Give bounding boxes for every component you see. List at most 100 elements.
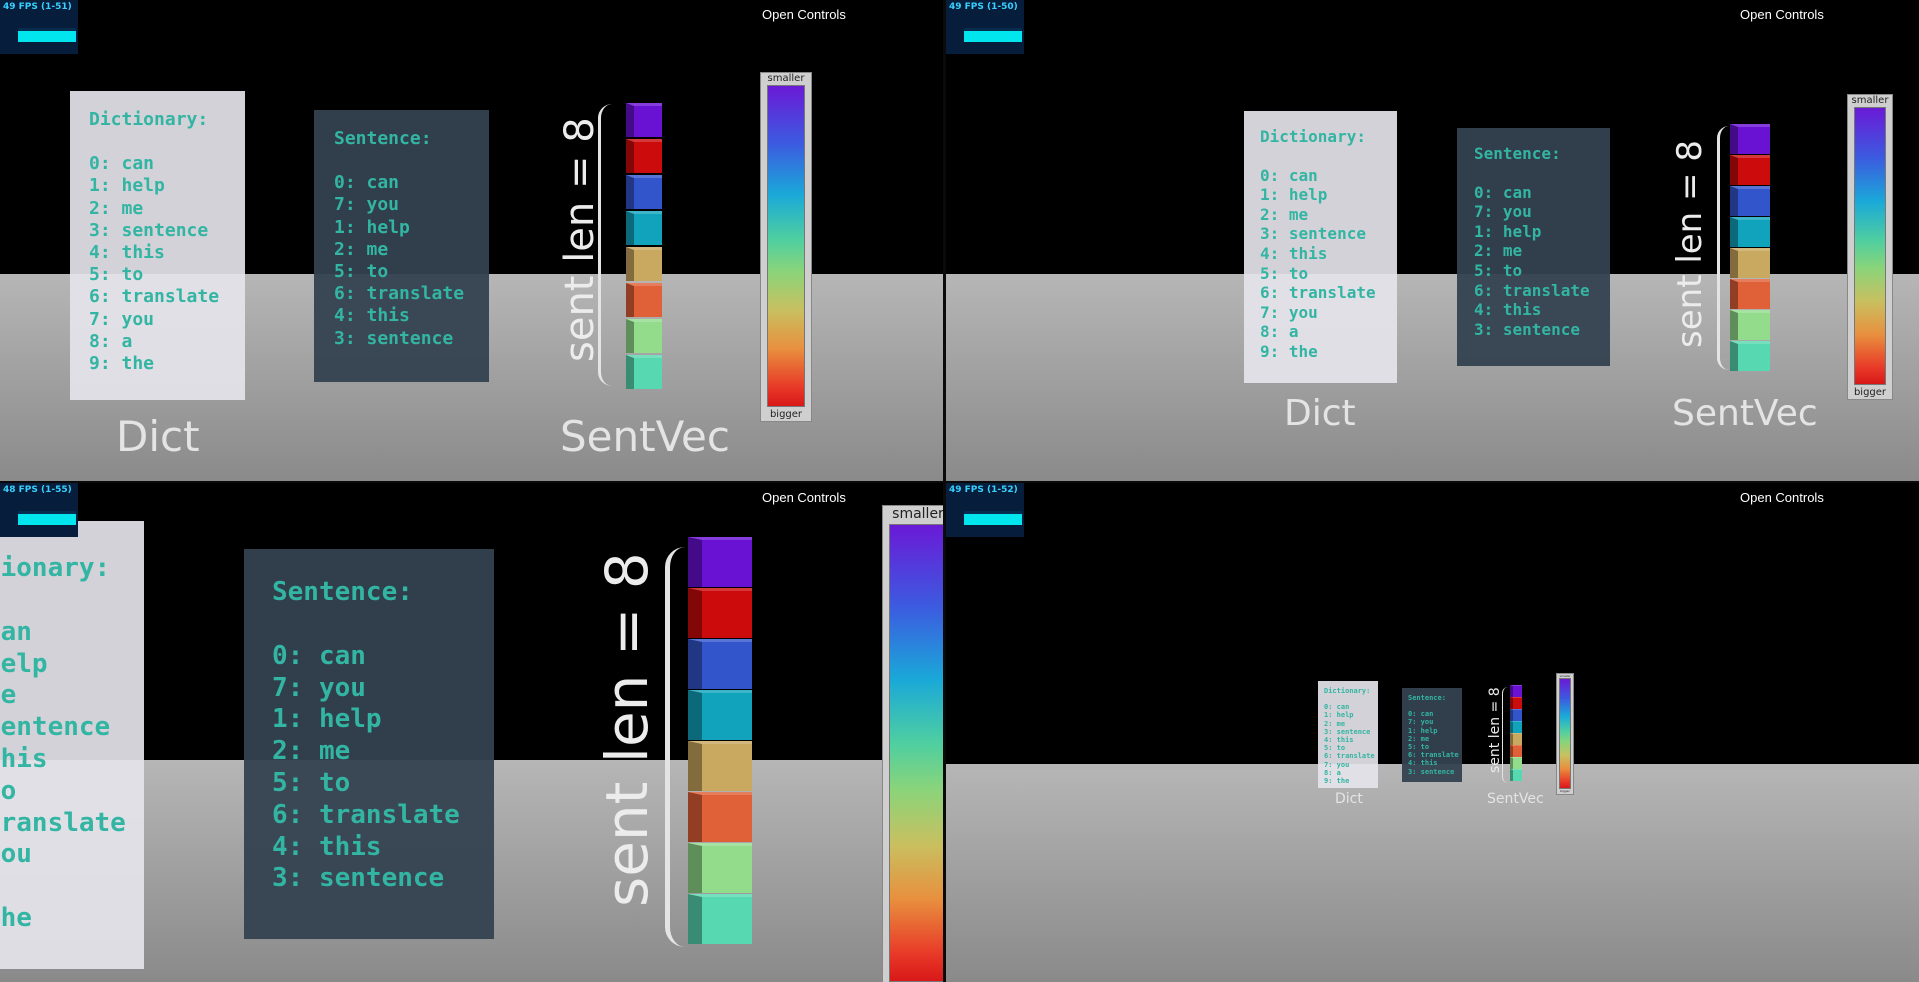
legend-smaller-label: smaller <box>767 73 805 84</box>
dictionary-entry: 4: this <box>89 242 165 264</box>
dictionary-entry: 2: me <box>0 680 17 711</box>
sentence-entry: 0: can <box>1474 182 1532 202</box>
viewport-top-right[interactable]: Dictionary: 0: can 1: help 2: me 3: sent… <box>946 0 1919 481</box>
sentence-panel: Sentence: 0: can 7: you 1: help 2: me 5:… <box>314 110 489 382</box>
legend-bigger-label: bigger <box>1853 387 1887 398</box>
sent-len-label: sent len = 8 <box>593 552 661 907</box>
sentence-entry: 5: to <box>1474 260 1523 280</box>
sentence-entry: 3: sentence <box>1408 767 1455 776</box>
dictionary-panel: Dictionary: 0: can 1: help 2: me 3: sent… <box>1244 111 1397 383</box>
legend-gradient <box>1854 107 1886 385</box>
sentvec-cube <box>1730 124 1770 154</box>
sentvec-cube <box>1510 769 1522 781</box>
viewport-top-left[interactable]: Dictionary: 0: can 1: help 2: me 3: sent… <box>0 0 943 481</box>
dictionary-entry: 3: sentence <box>0 712 111 743</box>
dictionary-entry: 1: help <box>1324 711 1354 720</box>
viewport-bottom-right[interactable]: Dictionary: 0: can 1: help 2: me 3: sent… <box>946 483 1919 982</box>
sentvec-cube <box>1730 341 1770 371</box>
dictionary-entry: 0: can <box>1260 165 1318 185</box>
sentvec-cube <box>1510 685 1522 697</box>
sentvec-cube <box>1730 186 1770 216</box>
sentvec-cube <box>1510 721 1522 733</box>
sentence-list: 0: can 7: you 1: help 2: me 5: to 6: tra… <box>272 641 494 895</box>
sentence-entry: 3: sentence <box>272 863 445 894</box>
sentvec-cube <box>626 247 662 281</box>
open-controls-button[interactable]: Open Controls <box>1740 7 1824 22</box>
sentence-entry: 1: help <box>334 216 410 238</box>
sentence-entry: 2: me <box>272 736 351 767</box>
sentence-entry: 2: me <box>334 238 389 260</box>
legend-bigger-label: bigger <box>1560 789 1570 793</box>
sentence-entry: 7: you <box>334 194 400 216</box>
dictionary-entry: 2: me <box>89 197 144 219</box>
sentence-entry: 7: you <box>1474 202 1532 222</box>
color-legend: smaller bigger <box>882 505 943 982</box>
scene: Dictionary: 0: can 1: help 2: me 3: sent… <box>0 0 943 480</box>
dictionary-panel: Dictionary: 0: can 1: help 2: me 3: sent… <box>70 91 245 400</box>
floor <box>946 764 1919 982</box>
fps-graph <box>964 511 1022 525</box>
dictionary-entry: 8: a <box>89 330 133 352</box>
viewport-bottom-left[interactable]: Dictionary: 0: can 1: help 2: me 3: sent… <box>0 483 943 982</box>
sentvec-cube <box>626 103 662 137</box>
brace-icon <box>598 104 631 386</box>
dictionary-entry: 1: help <box>1260 185 1328 205</box>
dictionary-title: Dictionary: <box>1260 127 1366 146</box>
fps-graph <box>18 28 76 42</box>
dictionary-title: Dictionary: <box>0 553 111 583</box>
open-controls-button[interactable]: Open Controls <box>762 7 846 22</box>
dictionary-entry: 4: this <box>1324 736 1354 745</box>
fps-readout: 48 FPS (1-55) <box>3 485 72 495</box>
sentence-entry: 4: this <box>334 305 410 327</box>
dict-label: Dict <box>1284 393 1356 434</box>
dictionary-entry: 1: help <box>0 648 48 679</box>
sentence-entry: 7: you <box>272 672 366 703</box>
legend-gradient <box>767 85 805 407</box>
sentvec-cube <box>688 588 752 638</box>
fps-stats[interactable]: 49 FPS (1-52) <box>946 483 1024 537</box>
sentence-list: 0: can 7: you 1: help 2: me 5: to 6: tra… <box>1474 183 1610 340</box>
dict-label: Dict <box>1335 791 1363 807</box>
sentence-list: 0: can 7: you 1: help 2: me 5: to 6: tra… <box>1408 710 1462 776</box>
dictionary-title: Dictionary: <box>1324 687 1371 695</box>
legend-smaller-label: smaller <box>1851 95 1889 106</box>
sentvec-cube <box>688 843 752 893</box>
sentence-entry: 5: to <box>1408 743 1430 752</box>
sentence-entry: 4: this <box>272 831 382 862</box>
sentence-entry: 2: me <box>1474 241 1523 261</box>
sentvec-cube <box>688 894 752 944</box>
dictionary-panel: Dictionary: 0: can 1: help 2: me 3: sent… <box>1318 681 1378 788</box>
sent-len-label: sent len = 8 <box>557 117 603 362</box>
sentence-panel: Sentence: 0: can 7: you 1: help 2: me 5:… <box>244 549 494 939</box>
sentvec-cube <box>688 639 752 689</box>
fps-stats[interactable]: 48 FPS (1-55) <box>0 483 78 537</box>
dictionary-entry: 5: to <box>0 775 17 806</box>
open-controls-button[interactable]: Open Controls <box>762 490 846 505</box>
sentvec-cube <box>688 741 752 791</box>
sentence-entry: 6: translate <box>1408 751 1459 760</box>
sentence-title: Sentence: <box>334 128 432 149</box>
fps-readout: 49 FPS (1-52) <box>949 485 1018 495</box>
sentence-entry: 5: to <box>334 261 389 283</box>
sentvec-cube <box>1730 248 1770 278</box>
color-legend: smaller bigger <box>760 72 812 422</box>
dictionary-entry: 4: this <box>0 743 48 774</box>
color-legend: smaller bigger <box>1847 94 1893 400</box>
sentence-entry: 1: help <box>1408 726 1438 735</box>
dictionary-entry: 6: translate <box>1260 283 1376 303</box>
open-controls-button[interactable]: Open Controls <box>1740 490 1824 505</box>
fps-stats[interactable]: 49 FPS (1-50) <box>946 0 1024 54</box>
sentence-entry: 6: translate <box>1474 280 1590 300</box>
color-legend: smaller bigger <box>1556 673 1574 795</box>
sentvec-cube <box>1510 733 1522 745</box>
sentence-entry: 2: me <box>1408 734 1430 743</box>
fps-stats[interactable]: 49 FPS (1-51) <box>0 0 78 54</box>
sentence-entry: 6: translate <box>272 799 460 830</box>
sentence-entry: 3: sentence <box>334 327 454 349</box>
sentence-title: Sentence: <box>1408 694 1446 702</box>
sentvec-cube <box>1730 155 1770 185</box>
dictionary-entry: 0: can <box>89 153 155 175</box>
dictionary-entry: 7: you <box>1260 302 1318 322</box>
sentvec-cube <box>1730 310 1770 340</box>
dictionary-entry: 5: to <box>1260 263 1309 283</box>
